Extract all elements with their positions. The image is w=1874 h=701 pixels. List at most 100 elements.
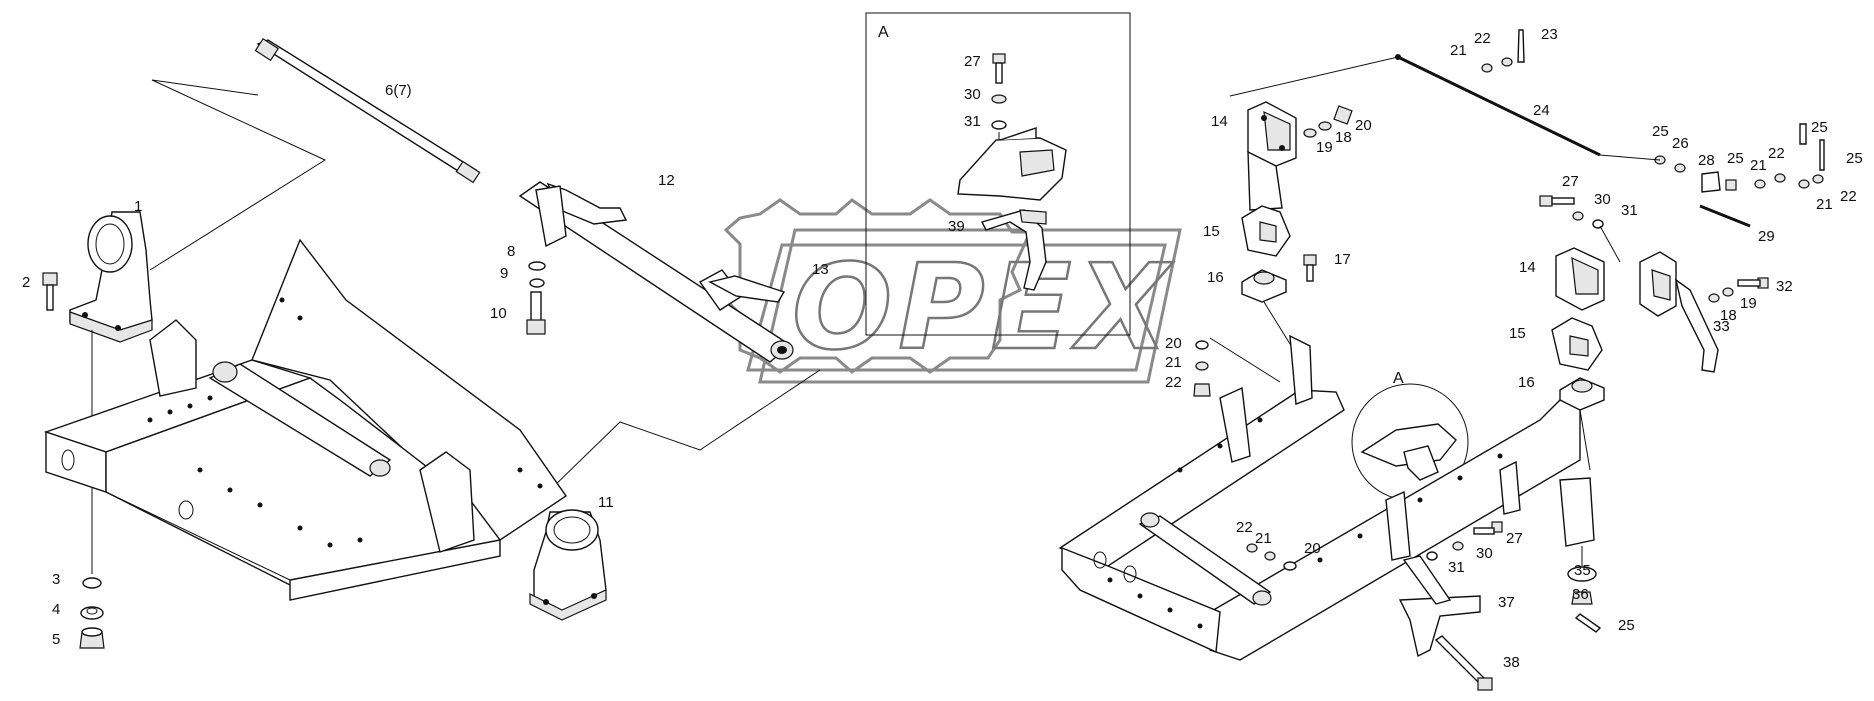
callout-c30b: 30 bbox=[1594, 191, 1611, 208]
callout-c21b: 21 bbox=[1165, 354, 1182, 371]
callout-c22b: 22 bbox=[1165, 374, 1182, 391]
part-3-4-5-washers-nut bbox=[79, 577, 105, 649]
callout-c3: 3 bbox=[52, 571, 60, 588]
detail-view-a: A bbox=[865, 12, 1131, 336]
callout-c6: 6(7) bbox=[385, 82, 412, 99]
callout-c35: 35 bbox=[1574, 562, 1591, 579]
callout-c36: 36 bbox=[1572, 586, 1589, 603]
callout-c21e: 21 bbox=[1816, 196, 1833, 213]
detail-view-label: A bbox=[878, 24, 889, 41]
part-14-bracket-upper bbox=[1247, 101, 1297, 167]
part-16-mount-lower bbox=[1559, 377, 1605, 411]
callout-c14a: 14 bbox=[1211, 113, 1228, 130]
part-25-26-28-29-linkage bbox=[1599, 123, 1825, 228]
callout-c39: 39 bbox=[948, 218, 965, 235]
callout-c11: 11 bbox=[598, 494, 614, 511]
part-32-18-19-bolt-nuts bbox=[1708, 277, 1769, 303]
callout-c15b: 15 bbox=[1509, 325, 1526, 342]
callout-c14b: 14 bbox=[1519, 259, 1536, 276]
part-16-mount-upper bbox=[1241, 269, 1287, 303]
left-chassis-frame bbox=[43, 238, 567, 601]
part-14-bracket-lower bbox=[1555, 247, 1605, 311]
callout-c19a: 19 bbox=[1316, 139, 1333, 156]
part-27-30-31-bolt-washers-bottom bbox=[1426, 521, 1503, 561]
part-37-bracket bbox=[1398, 555, 1481, 658]
part-12-pipe bbox=[518, 181, 794, 363]
callout-c25d: 25 bbox=[1846, 150, 1863, 167]
callout-c10: 10 bbox=[490, 305, 507, 322]
part-21-22-23-pin-washers bbox=[1481, 29, 1525, 73]
callout-c30c: 30 bbox=[1476, 545, 1493, 562]
part-20-21-22-washers-left bbox=[1193, 337, 1281, 397]
callout-c20b: 20 bbox=[1165, 335, 1182, 352]
watermark: OPEX bbox=[723, 198, 1182, 384]
callout-c16b: 16 bbox=[1518, 374, 1535, 391]
part-8-9-10-bolt-washers bbox=[526, 261, 546, 335]
callout-c21f: 21 bbox=[1255, 530, 1272, 547]
link-strap-upper bbox=[1247, 150, 1283, 211]
callout-c21d: 21 bbox=[1750, 157, 1767, 174]
callout-c27a: 27 bbox=[964, 53, 981, 70]
part-15-bracket-upper bbox=[1241, 205, 1291, 257]
callout-c16a: 16 bbox=[1207, 269, 1224, 286]
callout-c27b: 27 bbox=[1562, 173, 1579, 190]
right-chassis-frame bbox=[1058, 334, 1595, 661]
callout-c25e: 25 bbox=[1618, 617, 1635, 634]
right-assembly: A bbox=[1058, 29, 1825, 691]
callout-c32: 32 bbox=[1776, 278, 1793, 295]
callout-c28: 28 bbox=[1698, 152, 1715, 169]
callout-c22f: 22 bbox=[1236, 519, 1253, 536]
detail-circle-a: A bbox=[1351, 370, 1469, 501]
callout-c21c: 21 bbox=[1450, 42, 1467, 59]
callout-c31c: 31 bbox=[1448, 559, 1465, 576]
callout-c31a: 31 bbox=[964, 113, 981, 130]
callout-c9: 9 bbox=[500, 265, 508, 282]
callout-c18a: 18 bbox=[1335, 129, 1352, 146]
callout-c15a: 15 bbox=[1203, 223, 1220, 240]
callout-c37: 37 bbox=[1498, 594, 1515, 611]
callout-c5: 5 bbox=[52, 631, 60, 648]
part-15-bracket-lower bbox=[1551, 317, 1603, 371]
callout-c24: 24 bbox=[1533, 102, 1550, 119]
part-11-bracket bbox=[529, 509, 607, 621]
callout-c30a: 30 bbox=[964, 86, 981, 103]
part-38-bolt bbox=[1434, 635, 1493, 691]
callout-c22d: 22 bbox=[1768, 145, 1785, 162]
callout-c25a: 25 bbox=[1652, 123, 1669, 140]
part-17-bolt bbox=[1303, 254, 1317, 282]
callout-c19b: 19 bbox=[1740, 295, 1757, 312]
callout-c20a: 20 bbox=[1355, 117, 1372, 134]
callout-c18b: 18 bbox=[1720, 307, 1737, 324]
callout-c12: 12 bbox=[658, 172, 675, 189]
callout-c25c: 25 bbox=[1811, 119, 1828, 136]
left-assembly bbox=[42, 37, 821, 649]
callout-c26: 26 bbox=[1672, 135, 1689, 152]
part-1-bearing-bracket bbox=[69, 211, 153, 343]
callout-c22e: 22 bbox=[1840, 188, 1857, 205]
detail-circle-label: A bbox=[1393, 370, 1404, 387]
part-35-36-washer-nut bbox=[1567, 546, 1602, 633]
part-2-bolt bbox=[42, 272, 58, 311]
callout-c1: 1 bbox=[134, 198, 142, 215]
callout-c20f: 20 bbox=[1304, 540, 1321, 557]
part-24-rod bbox=[1229, 54, 1601, 157]
part-33-lever-handle bbox=[1639, 251, 1719, 373]
callout-c22c: 22 bbox=[1474, 30, 1491, 47]
leader-to-frame-lower bbox=[1579, 409, 1591, 471]
callout-c8: 8 bbox=[507, 243, 515, 260]
part-27-30-31-bolt-washers-mid bbox=[1539, 195, 1621, 263]
callout-c38: 38 bbox=[1503, 654, 1520, 671]
leader-zigzag-upper bbox=[149, 79, 327, 271]
callout-c27c: 27 bbox=[1506, 530, 1523, 547]
part-20-21-22-washers-bottom bbox=[1246, 543, 1297, 571]
watermark-text: OPEX bbox=[792, 238, 1174, 376]
callout-c31b: 31 bbox=[1621, 202, 1638, 219]
detail-box bbox=[865, 12, 1131, 336]
callout-c25b: 25 bbox=[1727, 150, 1744, 167]
callout-c13: 13 bbox=[812, 261, 829, 278]
callout-c23: 23 bbox=[1541, 26, 1558, 43]
part-6-bar bbox=[254, 37, 481, 184]
